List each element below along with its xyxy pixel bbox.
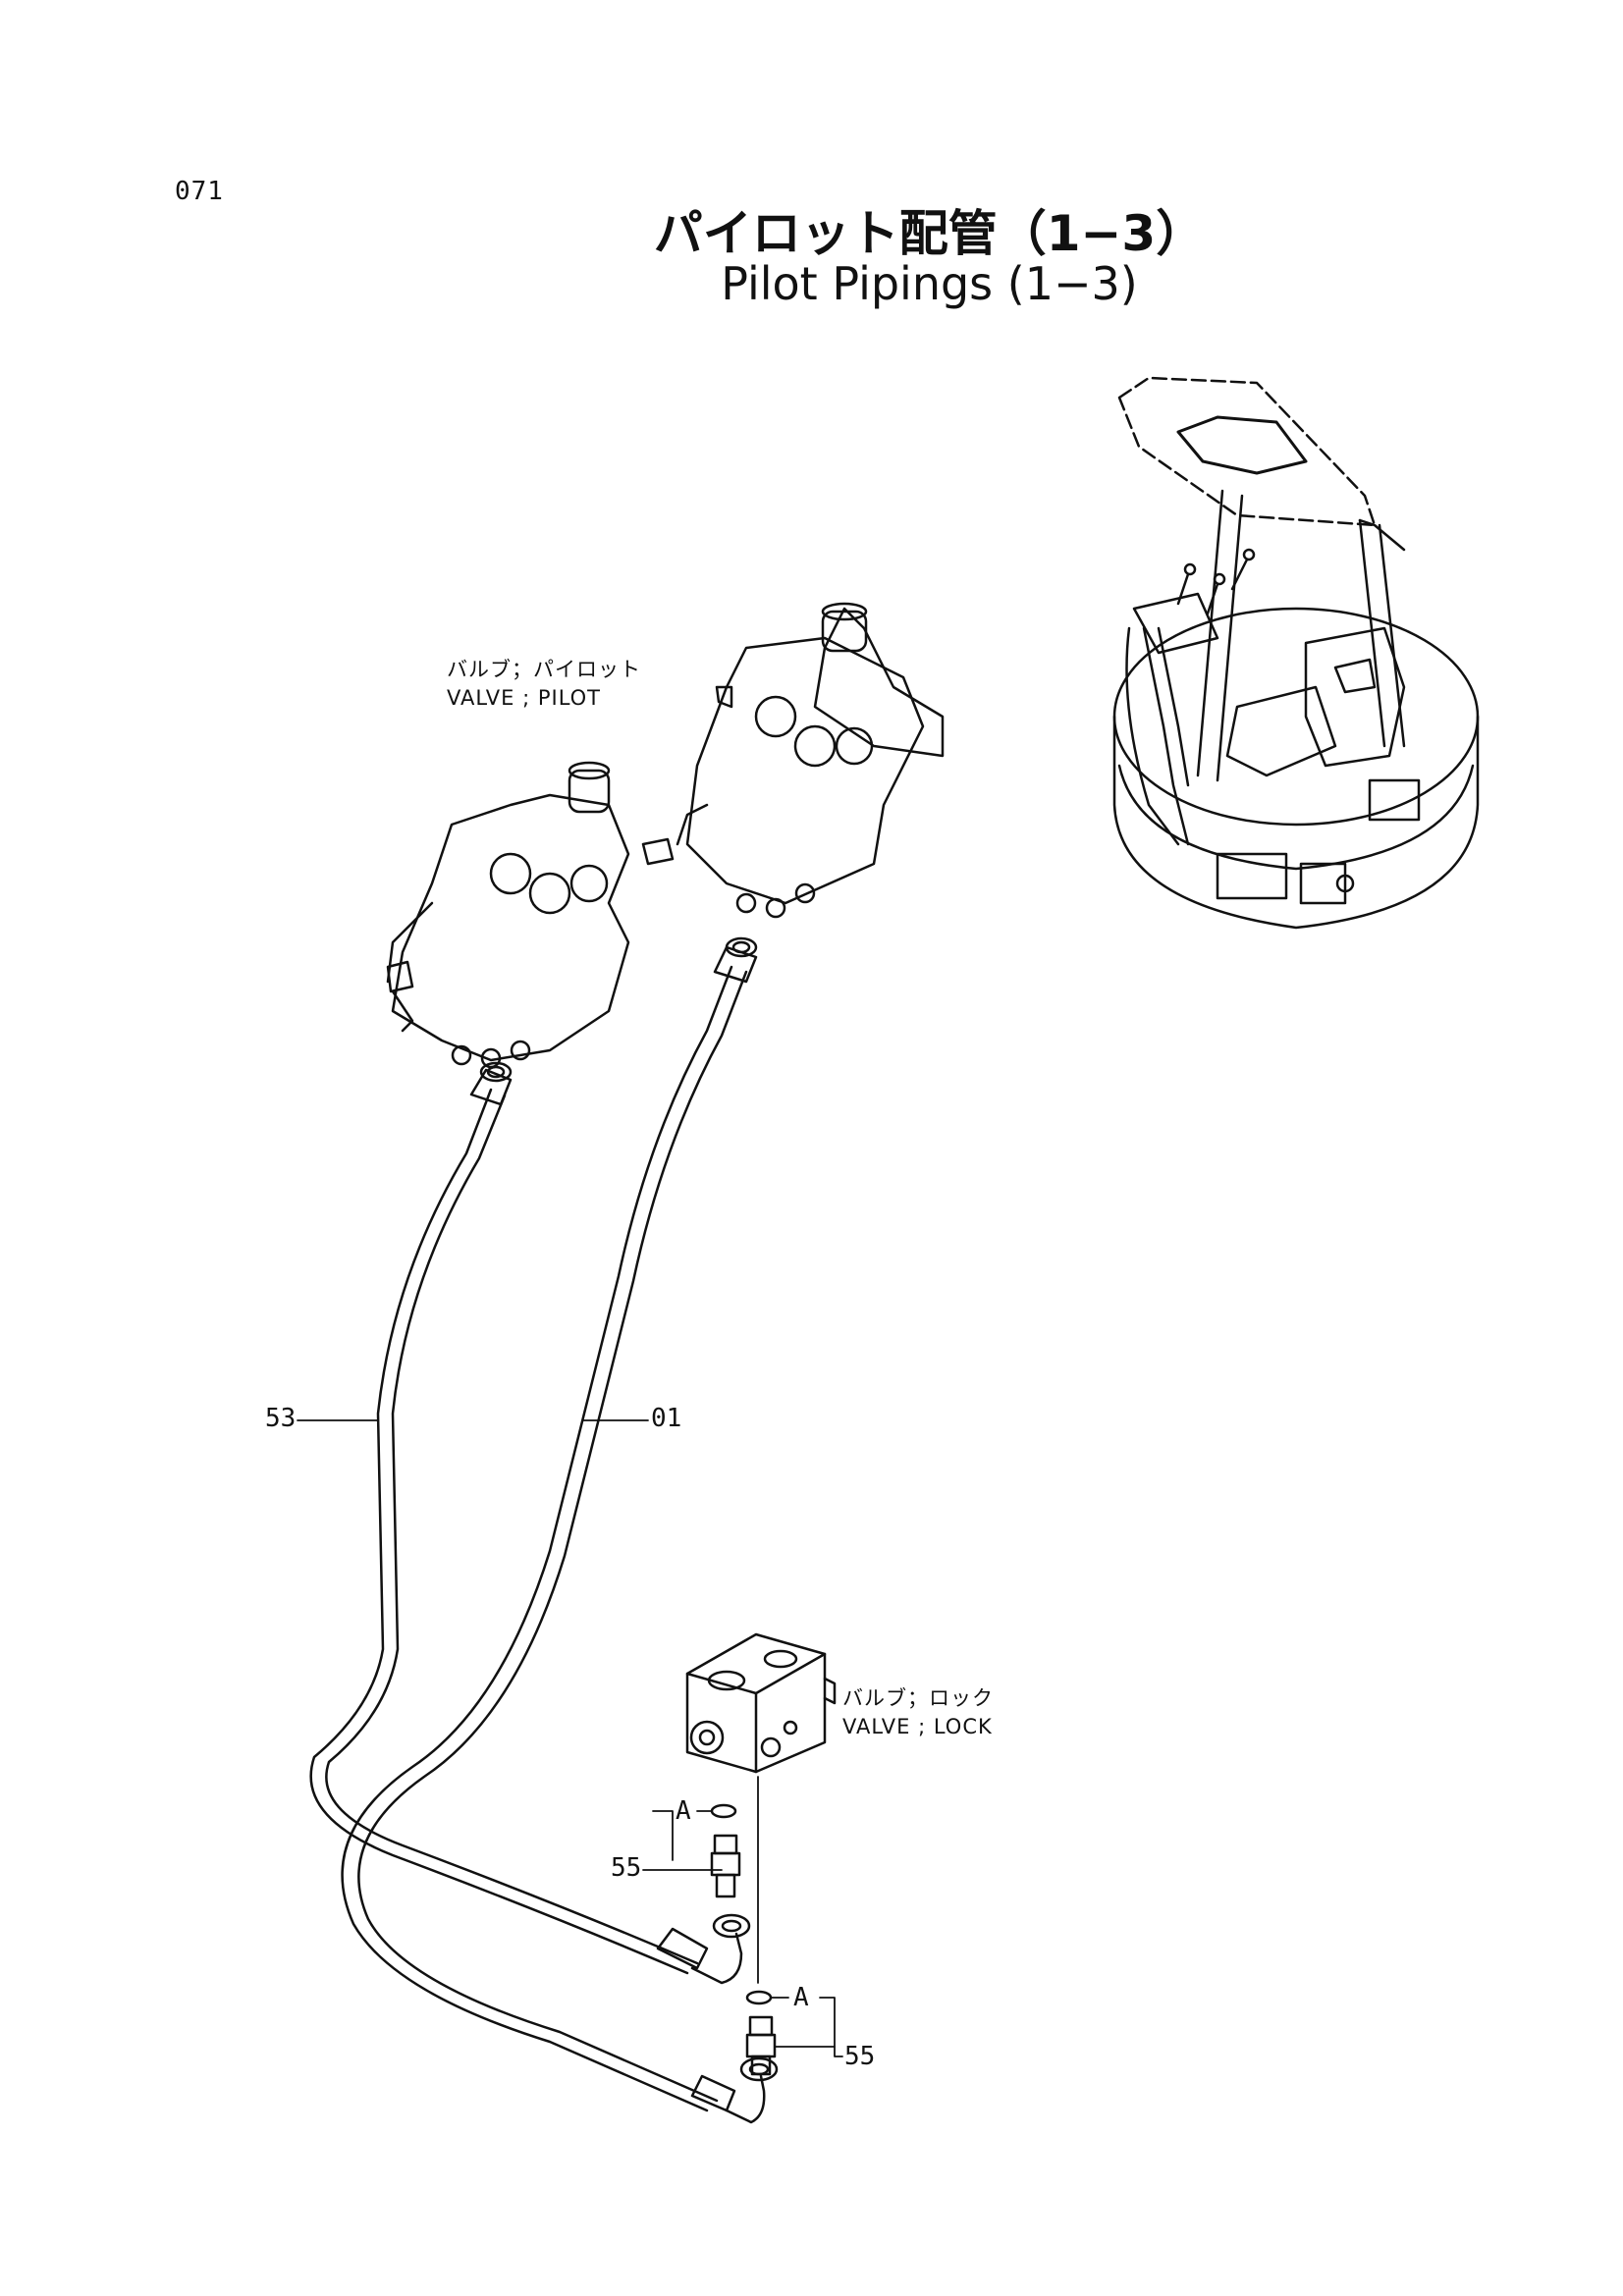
callout-ref-a-lower: A (793, 1983, 809, 2012)
hose-53 (309, 1061, 709, 1975)
pilot-valve-label-ja: バルブ；パイロット (447, 658, 641, 681)
lock-valve-label-en: VALVE ; LOCK (842, 1715, 993, 1738)
pilot-valve-left (386, 761, 630, 1069)
adapter-55-upper (710, 1803, 741, 1898)
callout-fitting-55-upper: 55 (611, 1853, 642, 1883)
callout-fitting-55-lower: 55 (844, 2042, 876, 2071)
pilot-valve-label-en: VALVE ; PILOT (447, 686, 602, 710)
page-title-japanese: パイロット配管（1−3） (653, 205, 1206, 262)
callout-hose-01: 01 (651, 1404, 682, 1433)
callout-hose-53: 53 (265, 1404, 297, 1433)
callout-ref-a-upper: A (676, 1796, 691, 1826)
lock-valve-label-ja: バルブ；ロック (842, 1686, 994, 1710)
leader-lines (297, 1419, 843, 2057)
pilot-valve-right (641, 602, 945, 919)
lock-valve (685, 1632, 837, 1774)
elbow-fitting-lower (725, 2056, 779, 2124)
page-number: 071 (175, 177, 224, 206)
page-title-english: Pilot Pipings (1−3) (721, 257, 1138, 310)
elbow-fitting-upper (690, 1913, 751, 1985)
hose-01 (341, 936, 758, 2112)
excavator-cab-overview (1112, 376, 1480, 930)
adapter-55-lower (745, 1990, 777, 2076)
